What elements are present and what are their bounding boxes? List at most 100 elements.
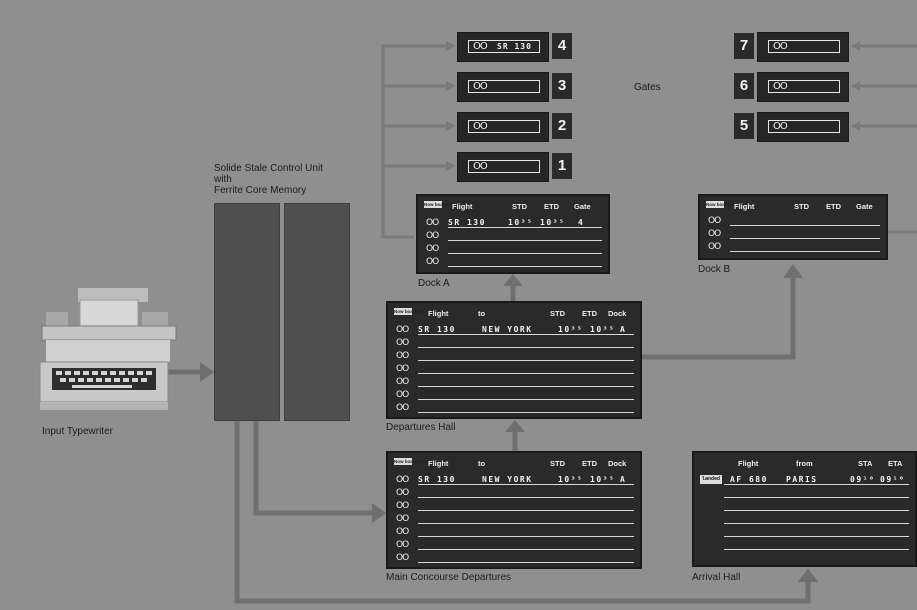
table-row xyxy=(700,540,909,551)
header-etd: ETD xyxy=(544,202,559,211)
table-row: OO xyxy=(394,377,634,388)
header-etd: ETD xyxy=(582,459,597,468)
header-gate: Gate xyxy=(856,202,873,211)
table-row: OO xyxy=(706,216,880,227)
control-unit-cabinet-left xyxy=(214,203,280,421)
gate-number-6: 6 xyxy=(734,73,754,99)
control-unit-label-line-3: Ferrite Core Memory xyxy=(214,185,307,196)
arrival-hall-header: Flight from STA ETA xyxy=(700,457,909,471)
row-eta: 09¹⁰ xyxy=(880,475,906,484)
gate-3-display: OO xyxy=(457,72,549,102)
lamp-icon: OO xyxy=(473,81,488,92)
table-row: OO SR 130 NEW YORK 10³⁵ 10³⁵ A xyxy=(394,475,634,486)
departures-hall-label: Departures Hall xyxy=(386,422,456,433)
header-flight: Flight xyxy=(452,202,473,211)
control-unit-cabinet-right xyxy=(284,203,350,421)
lamp-icon: OO xyxy=(396,377,409,387)
row-etd: 10³⁵ xyxy=(590,475,616,484)
dock-a-board: Now boarding Flight STD ETD Gate OO SR 1… xyxy=(416,194,610,274)
gate-screen: OO SR 130 xyxy=(468,40,540,53)
dock-a-header: Now boarding Flight STD ETD Gate xyxy=(424,200,602,214)
dock-b-label: Dock B xyxy=(698,264,731,275)
lamp-icon: OO xyxy=(708,229,721,239)
table-row xyxy=(700,527,909,538)
departures-hall-board: Now boarding Flight to STD ETD Dock OO S… xyxy=(386,301,642,419)
table-row: OO xyxy=(424,257,602,268)
header-etd: ETD xyxy=(826,202,841,211)
table-row: OO xyxy=(706,229,880,240)
row-dock: A xyxy=(620,475,627,484)
lamp-icon: OO xyxy=(396,403,409,413)
lamp-icon: OO xyxy=(396,540,409,550)
typewriter-image xyxy=(39,288,177,410)
header-std: STD xyxy=(550,459,565,468)
table-row: OO xyxy=(394,351,634,362)
lamp-icon: OO xyxy=(773,81,788,92)
lamp-icon: OO xyxy=(396,325,409,335)
gate-number-2: 2 xyxy=(552,113,572,139)
table-row: OO xyxy=(394,527,634,538)
gate-4-display: OO SR 130 xyxy=(457,32,549,62)
dock-b-board: Now boarding Flight STD ETD Gate OO OO O… xyxy=(698,194,888,260)
lamp-icon: OO xyxy=(396,390,409,400)
control-unit-label-line-2: with xyxy=(214,174,232,185)
unit-to-arrival-hall-arrow xyxy=(234,418,811,604)
gate-number-5: 5 xyxy=(734,113,754,139)
lamp-icon: OO xyxy=(426,244,439,254)
table-row: OO SR 130 NEW YORK 10³⁵ 10³⁵ A xyxy=(394,325,634,336)
table-row: OO xyxy=(394,540,634,551)
lamp-icon: OO xyxy=(708,216,721,226)
table-row: OO xyxy=(394,390,634,401)
header-now-boarding: Now boarding xyxy=(424,201,454,208)
lamp-icon: OO xyxy=(396,514,409,524)
departures-to-dock-b-arrow xyxy=(642,276,796,360)
row-dock: A xyxy=(620,325,627,334)
lamp-icon: OO xyxy=(426,218,439,228)
header-now-boarding: Now boarding xyxy=(394,308,424,315)
header-dock: Dock xyxy=(608,459,627,468)
table-row xyxy=(700,488,909,499)
header-std: STD xyxy=(550,309,565,318)
lamp-icon: OO xyxy=(396,553,409,563)
lamp-icon: OO xyxy=(773,121,788,132)
header-flight: Flight xyxy=(428,459,449,468)
lamp-icon: OO xyxy=(396,488,409,498)
header-dock: Dock xyxy=(608,309,627,318)
lamp-icon: OO xyxy=(426,231,439,241)
gate-screen: OO xyxy=(768,80,840,93)
table-row: OO xyxy=(394,488,634,499)
lamp-icon: OO xyxy=(396,475,409,485)
lamp-icon: OO xyxy=(426,257,439,267)
header-flight: Flight xyxy=(734,202,755,211)
dock-a-label: Dock A xyxy=(418,278,450,289)
main-concourse-header: Now boarding Flight to STD ETD Dock xyxy=(394,457,634,471)
arrival-hall-label: Arrival Hall xyxy=(692,572,741,583)
row-etd: 10³⁵ xyxy=(590,325,616,334)
lamp-icon: OO xyxy=(708,242,721,252)
header-std: STD xyxy=(794,202,809,211)
gate-number-3: 3 xyxy=(552,73,572,99)
header-eta: ETA xyxy=(888,459,903,468)
dock-b-header: Now boarding Flight STD ETD Gate xyxy=(706,200,880,214)
row-flight: AF 680 xyxy=(730,475,768,484)
lamp-icon: OO xyxy=(396,338,409,348)
lamp-icon: OO xyxy=(473,41,488,52)
table-row: landed AF 680 PARIS 09¹⁰ 09¹⁰ xyxy=(700,475,909,486)
row-std: 10³⁵ xyxy=(508,218,534,227)
row-destination: NEW YORK xyxy=(482,325,533,334)
unit-to-main-concourse-arrow xyxy=(253,418,372,516)
lamp-icon: OO xyxy=(773,41,788,52)
gate-screen: OO xyxy=(468,80,540,93)
gate-screen: OO xyxy=(468,160,540,173)
row-flight: SR 130 xyxy=(418,475,456,484)
lamp-icon: OO xyxy=(396,364,409,374)
header-to: to xyxy=(478,309,486,318)
table-row: OO xyxy=(394,403,634,414)
row-origin: PARIS xyxy=(786,475,818,484)
row-flight: SR 130 xyxy=(418,325,456,334)
row-destination: NEW YORK xyxy=(482,475,533,484)
lamp-icon: OO xyxy=(473,121,488,132)
header-gate: Gate xyxy=(574,202,591,211)
lamp-icon: OO xyxy=(473,161,488,172)
